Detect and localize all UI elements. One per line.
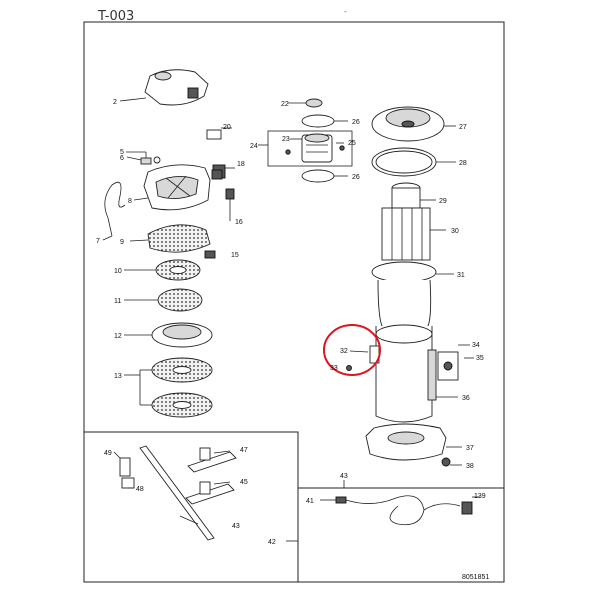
part-9-motor-gasket: [129, 224, 216, 259]
callout-8: 8: [128, 198, 132, 205]
sheet-code: T-003: [97, 9, 134, 24]
part-43-wand: [139, 445, 215, 541]
center-mark: -: [344, 7, 347, 16]
part-45-nozzle: [185, 481, 235, 505]
callout-27: 27: [459, 124, 467, 131]
callout-20: 20: [223, 124, 231, 131]
highlight-circle: [323, 324, 381, 376]
callout-49: 49: [104, 450, 112, 457]
callout-37: 37: [466, 445, 474, 452]
callout-31: 31: [457, 272, 465, 279]
part-23-motor: [290, 133, 333, 163]
callout-18: 18: [237, 161, 245, 168]
callout-13: 13: [114, 373, 122, 380]
part-12-filter-ring: [124, 322, 213, 348]
part-38-caster: [441, 457, 462, 467]
callout-7: 7: [96, 238, 100, 245]
callout-24: 24: [250, 143, 258, 150]
callout-32: 32: [340, 348, 348, 355]
part-41-42-hose: [286, 495, 480, 542]
callout-12: 12: [114, 333, 122, 340]
callout-6: 6: [120, 155, 124, 162]
part-20-switch: [206, 127, 232, 140]
part-22-nut: [288, 98, 323, 108]
part-49-crevice-tool: [113, 451, 131, 477]
callout-15: 15: [231, 252, 239, 259]
part-28-lid-gasket: [371, 147, 456, 177]
callout-35: 35: [476, 355, 484, 362]
callout-16: 16: [235, 219, 243, 226]
callout-36: 36: [462, 395, 470, 402]
part-31-filter-bag: [371, 261, 454, 332]
callout-25: 25: [348, 140, 356, 147]
callout-33: 33: [330, 365, 338, 372]
part-10-filter-disc: [124, 259, 201, 281]
part-29-top-filter: [391, 182, 436, 209]
part-30-filter-cage: [381, 207, 446, 261]
part-8-motor-housing: [133, 164, 223, 211]
callout-28: 28: [459, 160, 467, 167]
part-47-floor-nozzle: [187, 447, 237, 473]
callout-47: 47: [240, 447, 248, 454]
callout-23: 23: [282, 136, 290, 143]
part-26-gasket-upper: [301, 114, 348, 128]
part-7-power-cord: [102, 181, 126, 241]
callout-5: 5: [120, 149, 124, 156]
callout-11: 11: [114, 298, 121, 305]
callout-48: 48: [136, 486, 144, 493]
callout-29: 29: [439, 198, 447, 205]
callout-45: 45: [240, 479, 248, 486]
callout-9: 9: [120, 239, 124, 246]
callout-38: 38: [466, 463, 474, 470]
callout-42: 42: [268, 539, 276, 546]
part-36-tank: [375, 324, 458, 423]
callout-41: 41: [306, 498, 314, 505]
callout-34: 34: [472, 342, 480, 349]
hose-kit-box: [297, 487, 505, 583]
part-2-top-cover: [119, 69, 209, 106]
callout-139: 139: [474, 493, 486, 500]
outer-frame: [83, 21, 505, 583]
callout-2: 2: [113, 99, 117, 106]
drawing-number: 8051851: [462, 574, 489, 581]
callout-10: 10: [114, 268, 122, 275]
callout-43-hose: 43: [340, 473, 348, 480]
part-13-filter-pads: [124, 357, 213, 418]
part-5-6-cord-clips: [126, 151, 161, 165]
callout-30: 30: [451, 228, 459, 235]
part-34-35-handle-clip: [437, 344, 474, 381]
part-16-fuse: [225, 188, 235, 221]
callout-43-wand: 43: [232, 523, 240, 530]
callout-26-lower: 26: [352, 174, 360, 181]
callout-22: 22: [281, 101, 289, 108]
part-26-gasket-lower: [301, 169, 348, 183]
part-24-motor-bracket: [258, 130, 353, 167]
part-11-filter: [124, 288, 203, 312]
part-48-brush: [121, 477, 135, 489]
callout-labels: 2 5 6 7 8 9 10 11 12 13 15 16 18 20 22 2…: [96, 99, 486, 546]
callout-26-upper: 26: [352, 119, 360, 126]
part-37-base: [365, 423, 462, 461]
part-27-tank-lid: [371, 106, 456, 142]
